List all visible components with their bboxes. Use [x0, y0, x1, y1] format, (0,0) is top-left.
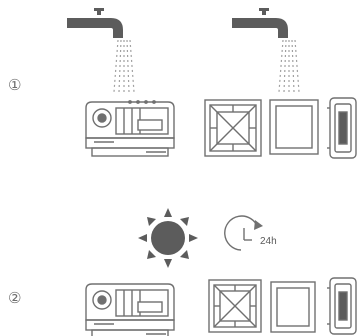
water-stream-icon	[113, 39, 135, 93]
step-1-marker: ①	[8, 76, 21, 94]
dust-tank-icon	[85, 100, 175, 157]
dust-tank-icon	[85, 283, 175, 336]
hepa-filter-icon	[327, 277, 357, 335]
clock-24h-icon	[224, 215, 263, 251]
faucet-icon	[232, 8, 288, 38]
drying-hours-label: 24h	[260, 236, 277, 247]
sun-icon	[138, 208, 198, 268]
foam-filter-icon	[270, 281, 316, 333]
water-stream-icon	[278, 39, 300, 93]
step-2-marker: ②	[8, 289, 21, 307]
hepa-filter-icon	[327, 97, 357, 159]
mesh-filter-icon	[208, 279, 262, 333]
foam-filter-icon	[269, 99, 319, 155]
faucet-icon	[67, 8, 123, 38]
mesh-filter-icon	[204, 99, 262, 157]
